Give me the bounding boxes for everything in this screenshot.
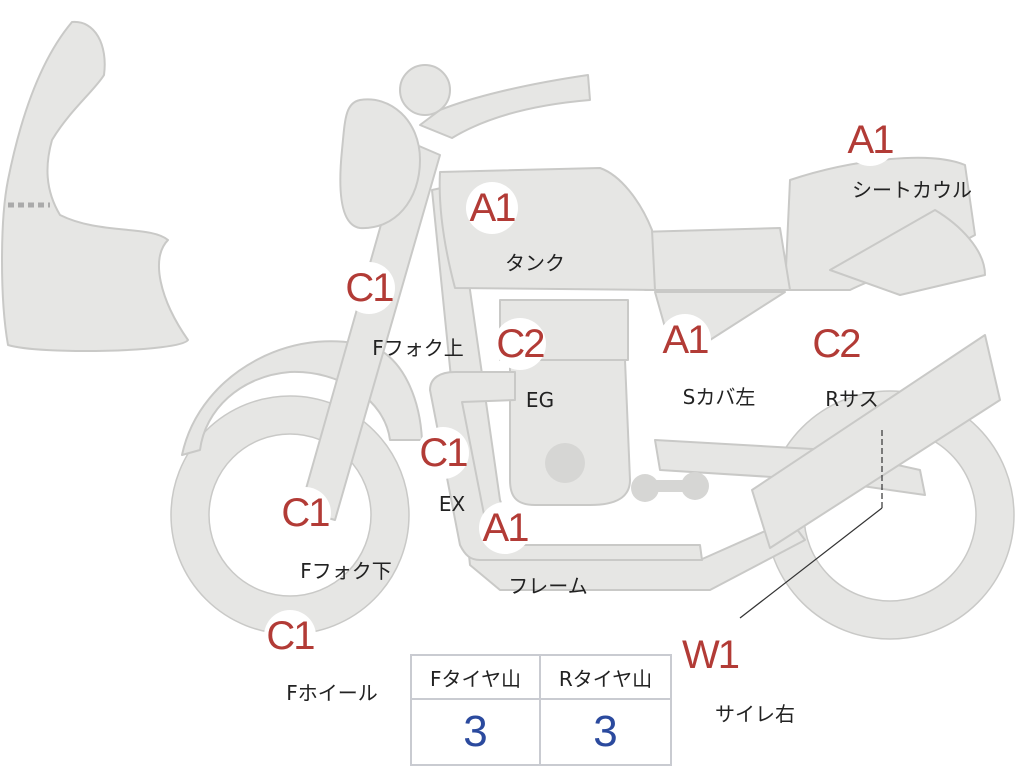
- grade-badge: A1: [479, 502, 531, 554]
- rear-tyre-value: 3: [593, 707, 618, 756]
- part-label: Sカバ左: [682, 385, 756, 409]
- fork: [299, 139, 441, 521]
- grade-badge: A1: [844, 114, 896, 166]
- rear-tyre-header: Rタイヤ山: [541, 656, 670, 700]
- engine-block: [509, 359, 631, 506]
- tyre-tread-table: Fタイヤ山 Rタイヤ山 3 3: [410, 654, 672, 766]
- grade-badge: C1: [264, 610, 316, 662]
- part-label: Fホイール: [286, 681, 378, 705]
- grade-badge: W1: [682, 629, 740, 681]
- part-label: Fフォク上: [372, 336, 464, 360]
- front-tyre-header: Fタイヤ山: [412, 656, 541, 700]
- part-label: サイレ右: [715, 702, 795, 726]
- mirror: [399, 64, 451, 116]
- grade-badge: C2: [494, 318, 546, 370]
- grade-badge: C1: [279, 487, 331, 539]
- part-label: フレーム: [508, 574, 588, 598]
- part-label: シートカウル: [852, 178, 972, 202]
- front-tyre-value: 3: [412, 700, 541, 764]
- part-label: EG: [525, 388, 555, 412]
- headlight: [339, 98, 421, 230]
- part-label: Fフォク下: [300, 559, 392, 583]
- seat: [637, 227, 791, 291]
- grade-badge: C1: [417, 427, 469, 479]
- grade-badge: C2: [810, 318, 862, 370]
- handlebar: [419, 74, 591, 139]
- grade-badge: C1: [343, 262, 395, 314]
- grade-badge: A1: [659, 314, 711, 366]
- part-label: タンク: [505, 251, 565, 275]
- muffler: [751, 334, 1001, 549]
- part-label: EX: [438, 492, 466, 516]
- fairing: [1, 20, 189, 353]
- grade-badge: A1: [466, 182, 518, 234]
- part-label: Rサス: [825, 387, 879, 411]
